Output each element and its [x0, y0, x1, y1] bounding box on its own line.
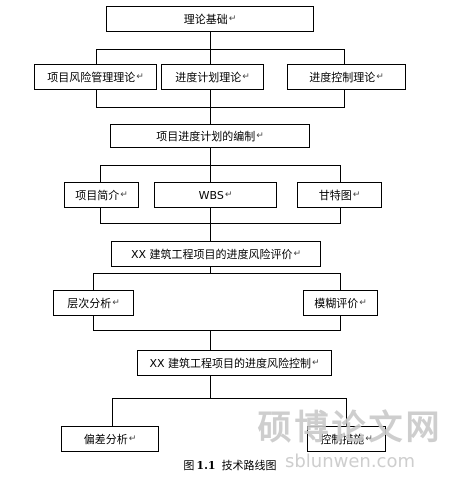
paragraph-mark-icon: ↵ [228, 14, 237, 24]
box-label: 项目进度计划的编制 [156, 130, 256, 143]
connector-line [100, 165, 101, 182]
gantt-chart-box: 甘特图↵ [297, 182, 382, 208]
box-label: 甘特图 [318, 189, 352, 202]
connector-line [346, 398, 347, 426]
variance-analysis-box: 偏差分析↵ [61, 426, 159, 452]
connector-line [340, 316, 341, 330]
paragraph-mark-icon: ↵ [376, 72, 384, 82]
theory-basis-box: 理论基础↵ [106, 6, 314, 32]
paragraph-mark-icon: ↵ [112, 298, 120, 308]
connector-line [100, 223, 341, 224]
connector-line [210, 32, 211, 49]
connector-line [210, 165, 211, 182]
box-label: 项目简介 [75, 189, 120, 202]
connector-line [100, 208, 101, 223]
connector-line [340, 165, 341, 182]
box-label: 理论基础 [183, 13, 228, 26]
box-label: WBS [198, 188, 224, 202]
box-label: 进度控制理论 [309, 71, 376, 84]
connector-line [210, 330, 211, 350]
connector-line [96, 107, 345, 108]
box-label: 层次分析 [67, 297, 112, 310]
box-label: 进度计划理论 [175, 71, 242, 84]
box-label: 模糊评价 [314, 297, 359, 310]
paragraph-mark-icon: ↵ [120, 190, 128, 200]
schedule-plan-compile-box: 项目进度计划的编制↵ [110, 124, 310, 148]
schedule-control-theory-box: 进度控制理论↵ [287, 64, 406, 90]
box-label: XX 建筑工程项目的进度风险评价 [130, 248, 293, 261]
connector-line [340, 208, 341, 223]
box-label: 项目风险管理理论 [47, 71, 136, 84]
caption-prefix: 图 [183, 459, 195, 472]
paragraph-mark-icon: ↵ [352, 190, 361, 200]
risk-eval-box: XX 建筑工程项目的进度风险评价↵ [111, 241, 321, 267]
connector-line [210, 148, 211, 165]
watermark-url: sblunwen.com [285, 451, 415, 472]
hierarchy-analysis-box: 层次分析↵ [53, 290, 134, 316]
paragraph-mark-icon: ↵ [136, 72, 144, 82]
risk-mgmt-theory-box: 项目风险管理理论↵ [34, 64, 157, 90]
paragraph-mark-icon: ↵ [359, 298, 367, 308]
connector-line [100, 165, 340, 166]
box-label: 偏差分析 [83, 433, 128, 446]
connector-line [210, 376, 211, 398]
connector-line [96, 49, 344, 50]
connector-line [93, 273, 94, 290]
paragraph-mark-icon: ↵ [293, 249, 302, 259]
site-watermark: 硕博论文网 sblunwen.com [250, 400, 450, 472]
box-label: 控制措施 [320, 433, 365, 446]
connector-line [96, 90, 97, 107]
paragraph-mark-icon: ↵ [128, 434, 137, 444]
connector-line [340, 273, 341, 290]
connector-line [93, 316, 94, 330]
connector-line [93, 273, 341, 274]
schedule-plan-theory-box: 进度计划理论↵ [161, 64, 264, 90]
caption-text: 技术路线图 [221, 459, 277, 472]
box-label: XX 建筑工程项目的进度风险控制 [149, 357, 312, 370]
connector-line [210, 208, 211, 241]
paragraph-mark-icon: ↵ [224, 190, 233, 200]
project-intro-box: 项目简介↵ [64, 182, 139, 208]
connector-line [210, 267, 211, 273]
fuzzy-eval-box: 模糊评价↵ [303, 290, 378, 316]
paragraph-mark-icon: ↵ [256, 131, 264, 141]
connector-line [344, 49, 345, 64]
paragraph-mark-icon: ↵ [312, 358, 320, 368]
caption-number: 1.1 [196, 459, 216, 472]
watermark-chinese: 硕博论文网 [257, 408, 443, 448]
connector-line [344, 90, 345, 107]
connector-line [112, 398, 347, 399]
connector-line [93, 330, 341, 331]
connector-line [112, 398, 113, 426]
control-measures-box: 控制措施↵ [307, 426, 386, 452]
paragraph-mark-icon: ↵ [365, 434, 373, 444]
connector-line [96, 49, 97, 64]
connector-line [210, 49, 211, 64]
paragraph-mark-icon: ↵ [242, 72, 250, 82]
risk-control-box: XX 建筑工程项目的进度风险控制↵ [137, 350, 332, 376]
wbs-box: WBS↵ [154, 182, 277, 208]
